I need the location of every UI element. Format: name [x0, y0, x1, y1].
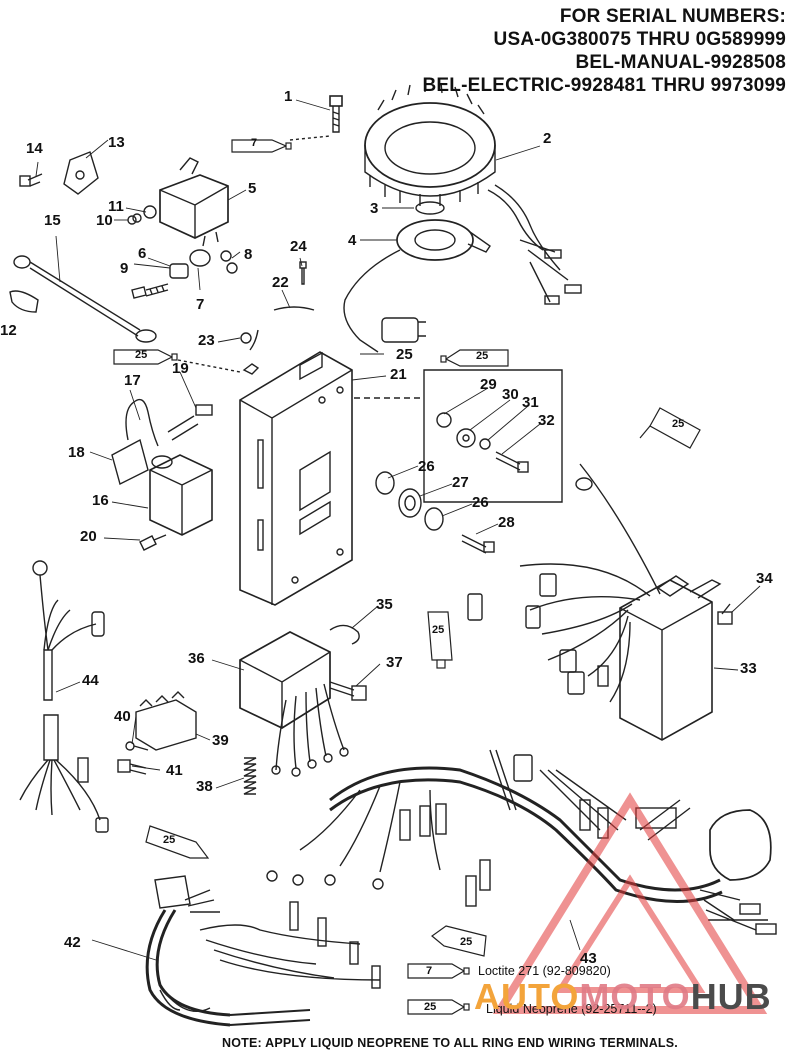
- callout-24: 24: [290, 238, 307, 255]
- stator: [364, 82, 582, 305]
- harness-44: [19, 560, 109, 833]
- callout-33: 33: [740, 660, 757, 677]
- clip-35: [329, 624, 360, 645]
- callout-15: 15: [44, 212, 61, 229]
- callout-36: 36: [188, 650, 205, 667]
- callout-11: 11: [108, 198, 124, 215]
- rectifier: [239, 631, 349, 777]
- callout-28: 28: [498, 514, 515, 531]
- callout-10: 10: [96, 212, 113, 229]
- parts-box-29-32: [354, 369, 563, 503]
- footer-note: NOTE: APPLY LIQUID NEOPRENE TO ALL RING …: [222, 1036, 678, 1050]
- callout-40: 40: [114, 708, 131, 725]
- tube-label-25-bottom: 25: [460, 936, 473, 948]
- callout-22: 22: [272, 274, 289, 291]
- switch-box: [467, 463, 722, 741]
- callout-35: 35: [376, 596, 393, 613]
- callout-39: 39: [212, 732, 229, 749]
- callout-42: 42: [64, 934, 81, 951]
- callout-41: 41: [166, 762, 183, 779]
- callout-34: 34: [756, 570, 773, 587]
- watermark-logo: AUTOMOTOHUB: [474, 976, 772, 1018]
- callout-5: 5: [248, 180, 257, 197]
- callout-18: 18: [68, 444, 85, 461]
- screw-24: [299, 261, 307, 285]
- callout-8: 8: [244, 246, 253, 263]
- callout-37: 37: [386, 654, 403, 671]
- callout-21: 21: [390, 366, 407, 383]
- callout-43: 43: [580, 950, 597, 967]
- tube-label-25-switchbox: 25: [432, 624, 445, 636]
- screw-37: [329, 681, 367, 701]
- watermark-part-2: MOTO: [579, 976, 691, 1017]
- callout-44: 44: [82, 672, 99, 689]
- serial-header-line-2: USA-0G380075 THRU 0G589999: [493, 29, 786, 50]
- callout-19: 19: [172, 360, 189, 377]
- screw-1: [289, 95, 343, 141]
- watermark-part-1: AUTO: [474, 976, 580, 1017]
- callout-20: 20: [80, 528, 97, 545]
- callout-29: 29: [480, 376, 497, 393]
- serial-header-line-4: BEL-ELECTRIC-9928481 THRU 9973099: [422, 75, 786, 96]
- callout-12: 12: [0, 322, 17, 339]
- battery-cable: [9, 255, 157, 343]
- spring-38: [243, 757, 257, 795]
- callout-23: 23: [198, 332, 215, 349]
- callout-31: 31: [522, 394, 539, 411]
- callout-13: 13: [108, 134, 125, 151]
- o-ring: [415, 201, 445, 215]
- harness-43: [266, 749, 777, 935]
- bracket-13: [19, 151, 99, 195]
- grommets: [375, 471, 495, 554]
- electrical-plate: [239, 351, 353, 606]
- callout-27: 27: [452, 474, 469, 491]
- tube-shapes: [113, 139, 701, 1015]
- tube-label-7-top: 7: [251, 137, 258, 149]
- leader-lines: [35, 99, 761, 961]
- callout-32: 32: [538, 412, 555, 429]
- legend-neoprene: Liquid Neoprene (92-25711--2): [486, 1002, 657, 1016]
- wire-22: [273, 306, 315, 311]
- callout-9: 9: [120, 260, 129, 277]
- tube-label-25-left: 25: [135, 349, 148, 361]
- callout-25: 25: [396, 346, 413, 363]
- serial-header-line-1: FOR SERIAL NUMBERS:: [559, 6, 786, 27]
- tube-label-25-harness: 25: [163, 834, 176, 846]
- terminal-23: [177, 329, 260, 375]
- serial-header-line-3: BEL-MANUAL-9928508: [575, 52, 786, 73]
- screws-40-41: [117, 741, 149, 775]
- legend-tube-7: 7: [426, 965, 433, 977]
- tube-label-25-mid: 25: [476, 350, 489, 362]
- harness-42: [145, 875, 381, 1027]
- terminal-block: [135, 691, 197, 751]
- legend-loctite: Loctite 271 (92-809820): [478, 964, 611, 978]
- starter-solenoid: [132, 157, 229, 247]
- callout-30: 30: [502, 386, 519, 403]
- legend-tube-25: 25: [424, 1001, 437, 1013]
- callout-2: 2: [543, 130, 552, 147]
- callout-6: 6: [138, 245, 147, 262]
- callout-26-upper: 26: [418, 458, 435, 475]
- callout-38: 38: [196, 778, 213, 795]
- screw-34: [717, 603, 733, 625]
- callout-17: 17: [124, 372, 141, 389]
- callout-3: 3: [370, 200, 379, 217]
- watermark-part-3: HUB: [690, 976, 772, 1017]
- ignition-coil: [111, 398, 213, 551]
- callout-14: 14: [26, 140, 43, 157]
- callout-26-lower: 26: [472, 494, 489, 511]
- tube-label-25-right: 25: [672, 418, 685, 430]
- callout-16: 16: [92, 492, 109, 509]
- callout-4: 4: [348, 232, 357, 249]
- watermark-triangle: [492, 792, 768, 1014]
- callout-1: 1: [284, 88, 293, 105]
- callout-7: 7: [196, 296, 205, 313]
